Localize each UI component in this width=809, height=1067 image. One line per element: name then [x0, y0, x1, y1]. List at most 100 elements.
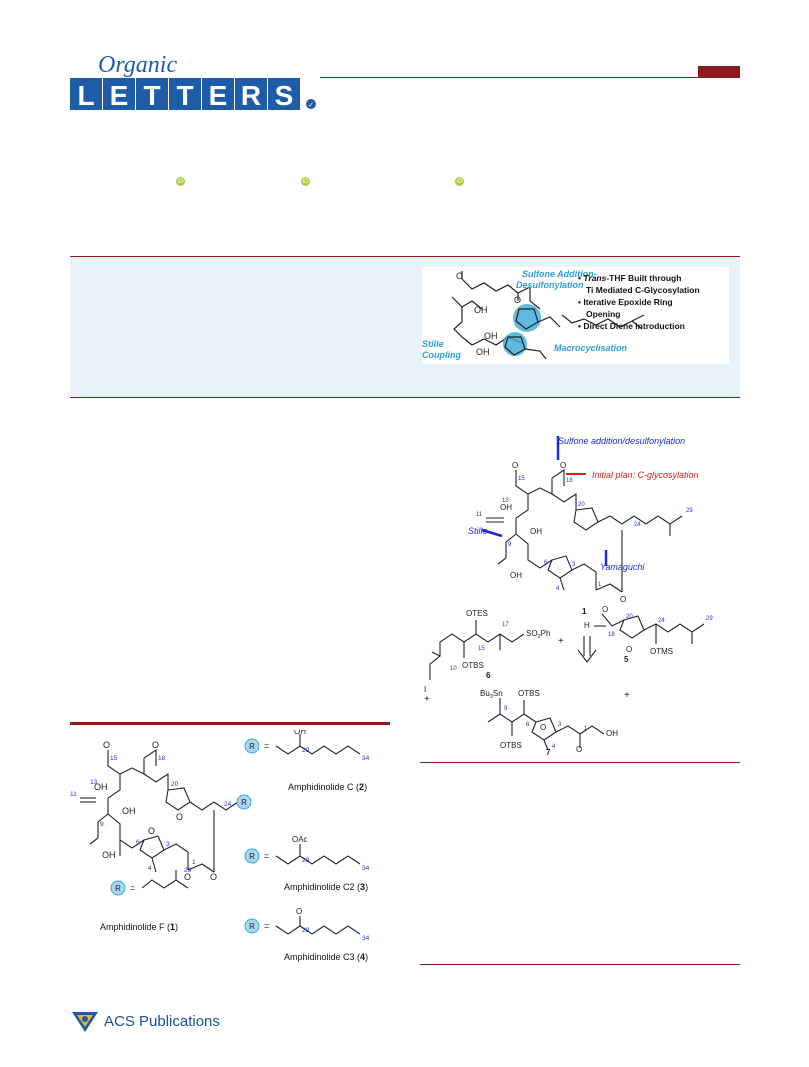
- atom-o: O: [176, 812, 183, 822]
- toc-oh-label: OH: [484, 331, 498, 341]
- atom-oac: OAc: [292, 835, 308, 844]
- atom-number: 6: [544, 560, 548, 566]
- atom-number: 18: [608, 632, 615, 638]
- group-otbs: OTBS: [500, 741, 522, 750]
- atom-o: O: [620, 595, 626, 604]
- atom-number: 1: [192, 859, 196, 866]
- atom-number: 13: [502, 498, 509, 504]
- logo-letter: T: [176, 80, 193, 111]
- toc-bullet: • Iterative Epoxide Ring: [578, 297, 673, 307]
- r-badge: [236, 794, 252, 810]
- orcid-icon[interactable]: iD: [301, 177, 310, 186]
- atom-number: 20: [578, 502, 585, 508]
- atom-number: 1: [584, 726, 588, 732]
- logo-script-text: Organic: [98, 52, 177, 78]
- header-rule: [320, 77, 740, 78]
- atom-number: 29: [302, 857, 310, 864]
- compound-number: 7: [546, 748, 551, 755]
- logo-letter: E: [209, 80, 228, 111]
- plus-sign: +: [558, 636, 564, 647]
- atom-oh: OH: [606, 729, 618, 738]
- orcid-icon[interactable]: iD: [176, 177, 185, 186]
- toc-bullet: • Trans-THF Built through: [578, 273, 681, 283]
- figure1-top-rule: [70, 722, 390, 725]
- compound-label: Amphidinolide C2 (3): [284, 882, 368, 892]
- atom-number: 1: [598, 582, 602, 588]
- header-red-tab: [698, 66, 740, 78]
- stille-note: Stille: [468, 526, 488, 536]
- atom-o: O: [296, 907, 302, 916]
- atom-number: 20: [626, 614, 633, 620]
- atom-o: O: [152, 740, 159, 750]
- sulfone-note: Sulfone addition/desulfonylation: [558, 436, 685, 446]
- r-label: R: [249, 922, 255, 931]
- atom-oh: OH: [122, 806, 136, 816]
- atom-number: 18: [158, 755, 166, 762]
- equals-sign: =: [130, 883, 135, 893]
- atom-number: 17: [502, 622, 509, 628]
- atom-number: 29: [706, 616, 713, 622]
- acs-emblem-icon: [72, 1012, 98, 1032]
- atom-number: 13: [90, 779, 98, 786]
- atom-number: 11: [70, 791, 77, 798]
- atom-number: 29: [686, 508, 693, 514]
- logo-letter: L: [77, 80, 94, 111]
- atom-o: O: [540, 723, 546, 732]
- check-glyph: ✓: [308, 102, 314, 109]
- atom-number: 15: [110, 755, 118, 762]
- atom-number: 9: [100, 821, 104, 828]
- atom-number: 29: [302, 747, 310, 754]
- atom-o: O: [626, 645, 632, 654]
- atom-o: O: [184, 872, 191, 882]
- acs-publications-logo[interactable]: ACS Publications: [70, 1008, 220, 1036]
- atom-oh: OH: [102, 850, 116, 860]
- orcid-icon[interactable]: iD: [455, 177, 464, 186]
- group-so2ph: SO2Ph: [526, 629, 550, 640]
- plus-sign: +: [624, 690, 630, 701]
- publisher-name: ACS Publications: [104, 1013, 220, 1030]
- atom-oh: OH: [294, 730, 306, 736]
- atom-number: 10: [450, 666, 457, 672]
- group-otbs: OTBS: [518, 689, 540, 698]
- atom-number: 3: [558, 722, 562, 728]
- atom-o: O: [148, 826, 155, 836]
- atom-oh: OH: [510, 571, 522, 580]
- atom-number: 34: [362, 755, 370, 762]
- atom-o: O: [576, 745, 582, 754]
- toc-bullet: Ti Mediated C-Glycosylation: [586, 285, 700, 295]
- atom-o: O: [210, 872, 217, 882]
- atom-number: 29: [184, 867, 192, 874]
- r-label: R: [249, 742, 255, 751]
- equals-sign: =: [264, 921, 269, 931]
- atom-h: H: [584, 621, 590, 630]
- toc-graphic: O O OH OH OH Sulfone Addition- Desulfony…: [422, 267, 729, 364]
- atom-number: 4: [552, 744, 556, 750]
- plus-sign: +: [424, 694, 430, 705]
- r-badge: [244, 738, 260, 754]
- group-otes: OTES: [466, 609, 488, 618]
- retrosynthesis-scheme: Sulfone addition/desulfonylation Initial…: [420, 430, 740, 757]
- toc-stille-label: Coupling: [422, 350, 461, 360]
- toc-o-label: O: [514, 295, 521, 305]
- logo-letter: T: [143, 80, 160, 111]
- figure1: O O OH OH OH O O O O 15 18 13 20 11 24 9…: [68, 727, 398, 970]
- atom-number: 18: [566, 478, 573, 484]
- toc-structure-svg: O O OH OH OH Sulfone Addition- Desulfony…: [422, 269, 700, 360]
- atom-number: 9: [504, 706, 508, 712]
- compound-label: Amphidinolide C (2): [288, 782, 367, 792]
- atom-number: 6: [136, 839, 140, 846]
- toc-oh-label: OH: [474, 305, 488, 315]
- atom-o: O: [560, 461, 566, 470]
- group-otbs: OTBS: [462, 661, 484, 670]
- journal-logo[interactable]: Organic L E T T E R S ✓: [70, 52, 320, 112]
- atom-number: 6: [526, 722, 530, 728]
- compound-label: Amphidinolide C3 (4): [284, 952, 368, 962]
- toc-sulfone-label: Desulfonylation: [516, 280, 584, 290]
- logo-letter: R: [241, 80, 261, 111]
- atom-o: O: [602, 605, 608, 614]
- r-badge: [110, 880, 126, 896]
- atom-number: 34: [362, 935, 370, 942]
- toc-sulfone-label: Sulfone Addition-: [522, 269, 597, 279]
- atom-oh: OH: [94, 782, 108, 792]
- atom-number: 3: [166, 841, 170, 848]
